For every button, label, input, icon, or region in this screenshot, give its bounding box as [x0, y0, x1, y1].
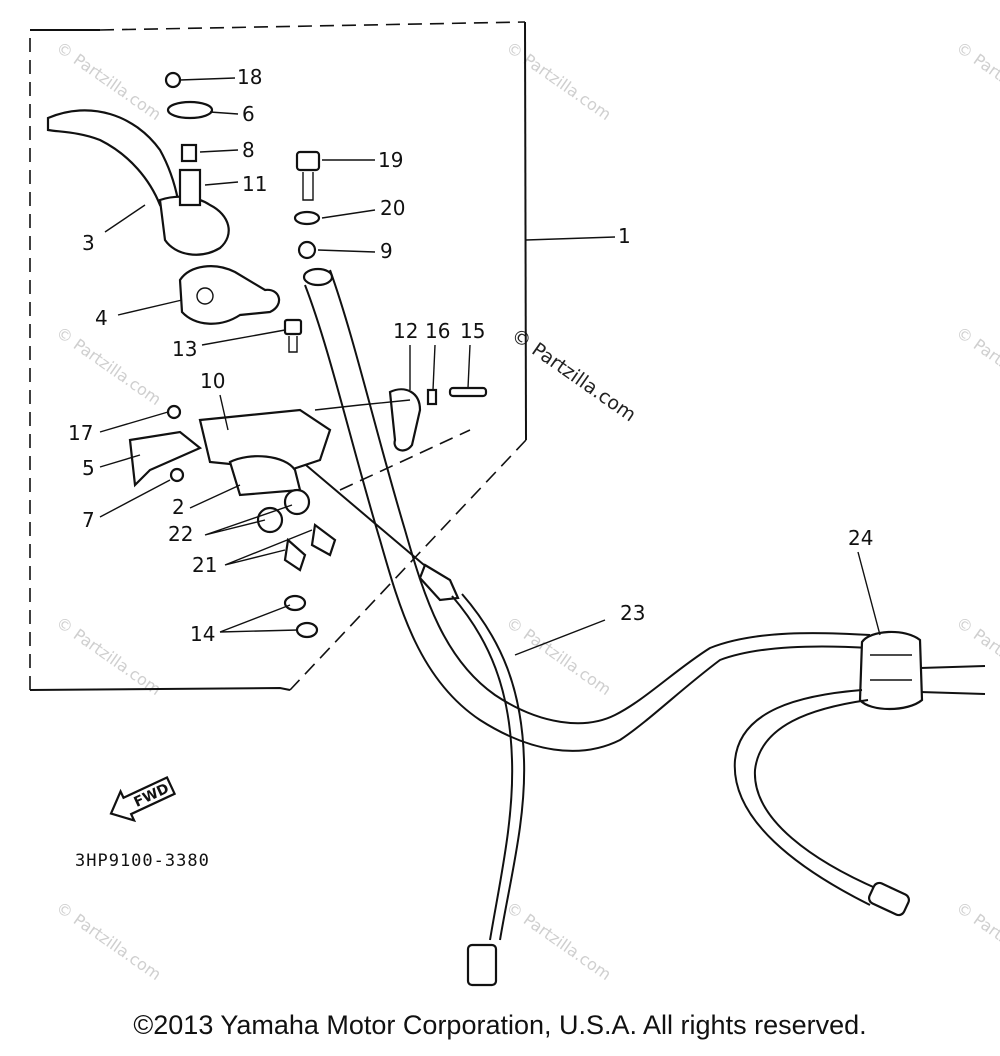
watermark-dark: © Partzilla.com [507, 324, 640, 426]
lever-holder [128, 388, 422, 497]
clutch-lever [46, 109, 230, 256]
watermark: © Partzilla.com [503, 613, 615, 699]
switch-lead [299, 459, 526, 987]
callout-11: 11 [242, 172, 267, 196]
watermark: © Partzilla.com [53, 323, 165, 409]
callout-16: 16 [425, 319, 450, 343]
lever-bracket [178, 265, 281, 325]
right-switch [733, 630, 924, 917]
callout-13: 13 [172, 337, 197, 361]
callout-5: 5 [82, 456, 95, 480]
callouts: 18 6 8 11 19 20 9 1 3 4 13 10 12 16 15 1… [68, 65, 873, 646]
parts-diagram: © Partzilla.com © Partzilla.com © Partzi… [29, 21, 1000, 987]
watermark: © Partzilla.com [503, 38, 615, 124]
callout-20: 20 [380, 196, 405, 220]
callout-14: 14 [190, 622, 215, 646]
callout-21: 21 [192, 553, 217, 577]
callout-1: 1 [618, 224, 631, 248]
fwd-arrow-icon: FWD [109, 776, 177, 823]
callout-4: 4 [95, 306, 108, 330]
callout-12: 12 [393, 319, 418, 343]
callout-15: 15 [460, 319, 485, 343]
callout-24: 24 [848, 526, 873, 550]
callout-17: 17 [68, 421, 93, 445]
callout-10: 10 [200, 369, 225, 393]
copyright-notice: ©2013 Yamaha Motor Corporation, U.S.A. A… [133, 1010, 867, 1040]
callout-19: 19 [378, 148, 403, 172]
callout-23: 23 [620, 601, 645, 625]
watermark: © Partzilla.com [53, 613, 165, 699]
watermark: © Partzilla.com [953, 323, 1000, 409]
watermark: © Partzilla.com [953, 613, 1000, 699]
callout-7: 7 [82, 508, 95, 532]
diagram-code: 3HP9100-3380 [75, 851, 210, 871]
callout-9: 9 [380, 239, 393, 263]
handlebar [302, 267, 986, 752]
callout-8: 8 [242, 138, 255, 162]
watermark: © Partzilla.com [953, 38, 1000, 124]
callout-6: 6 [242, 102, 255, 126]
assembly-box [29, 21, 527, 691]
leader-lines [99, 77, 881, 656]
callout-22: 22 [168, 522, 193, 546]
callout-3: 3 [82, 231, 95, 255]
watermark: © Partzilla.com [53, 898, 165, 984]
watermark: © Partzilla.com [503, 898, 615, 984]
callout-2: 2 [172, 495, 185, 519]
hardware [164, 71, 488, 639]
watermark: © Partzilla.com [953, 898, 1000, 984]
callout-18: 18 [237, 65, 262, 89]
